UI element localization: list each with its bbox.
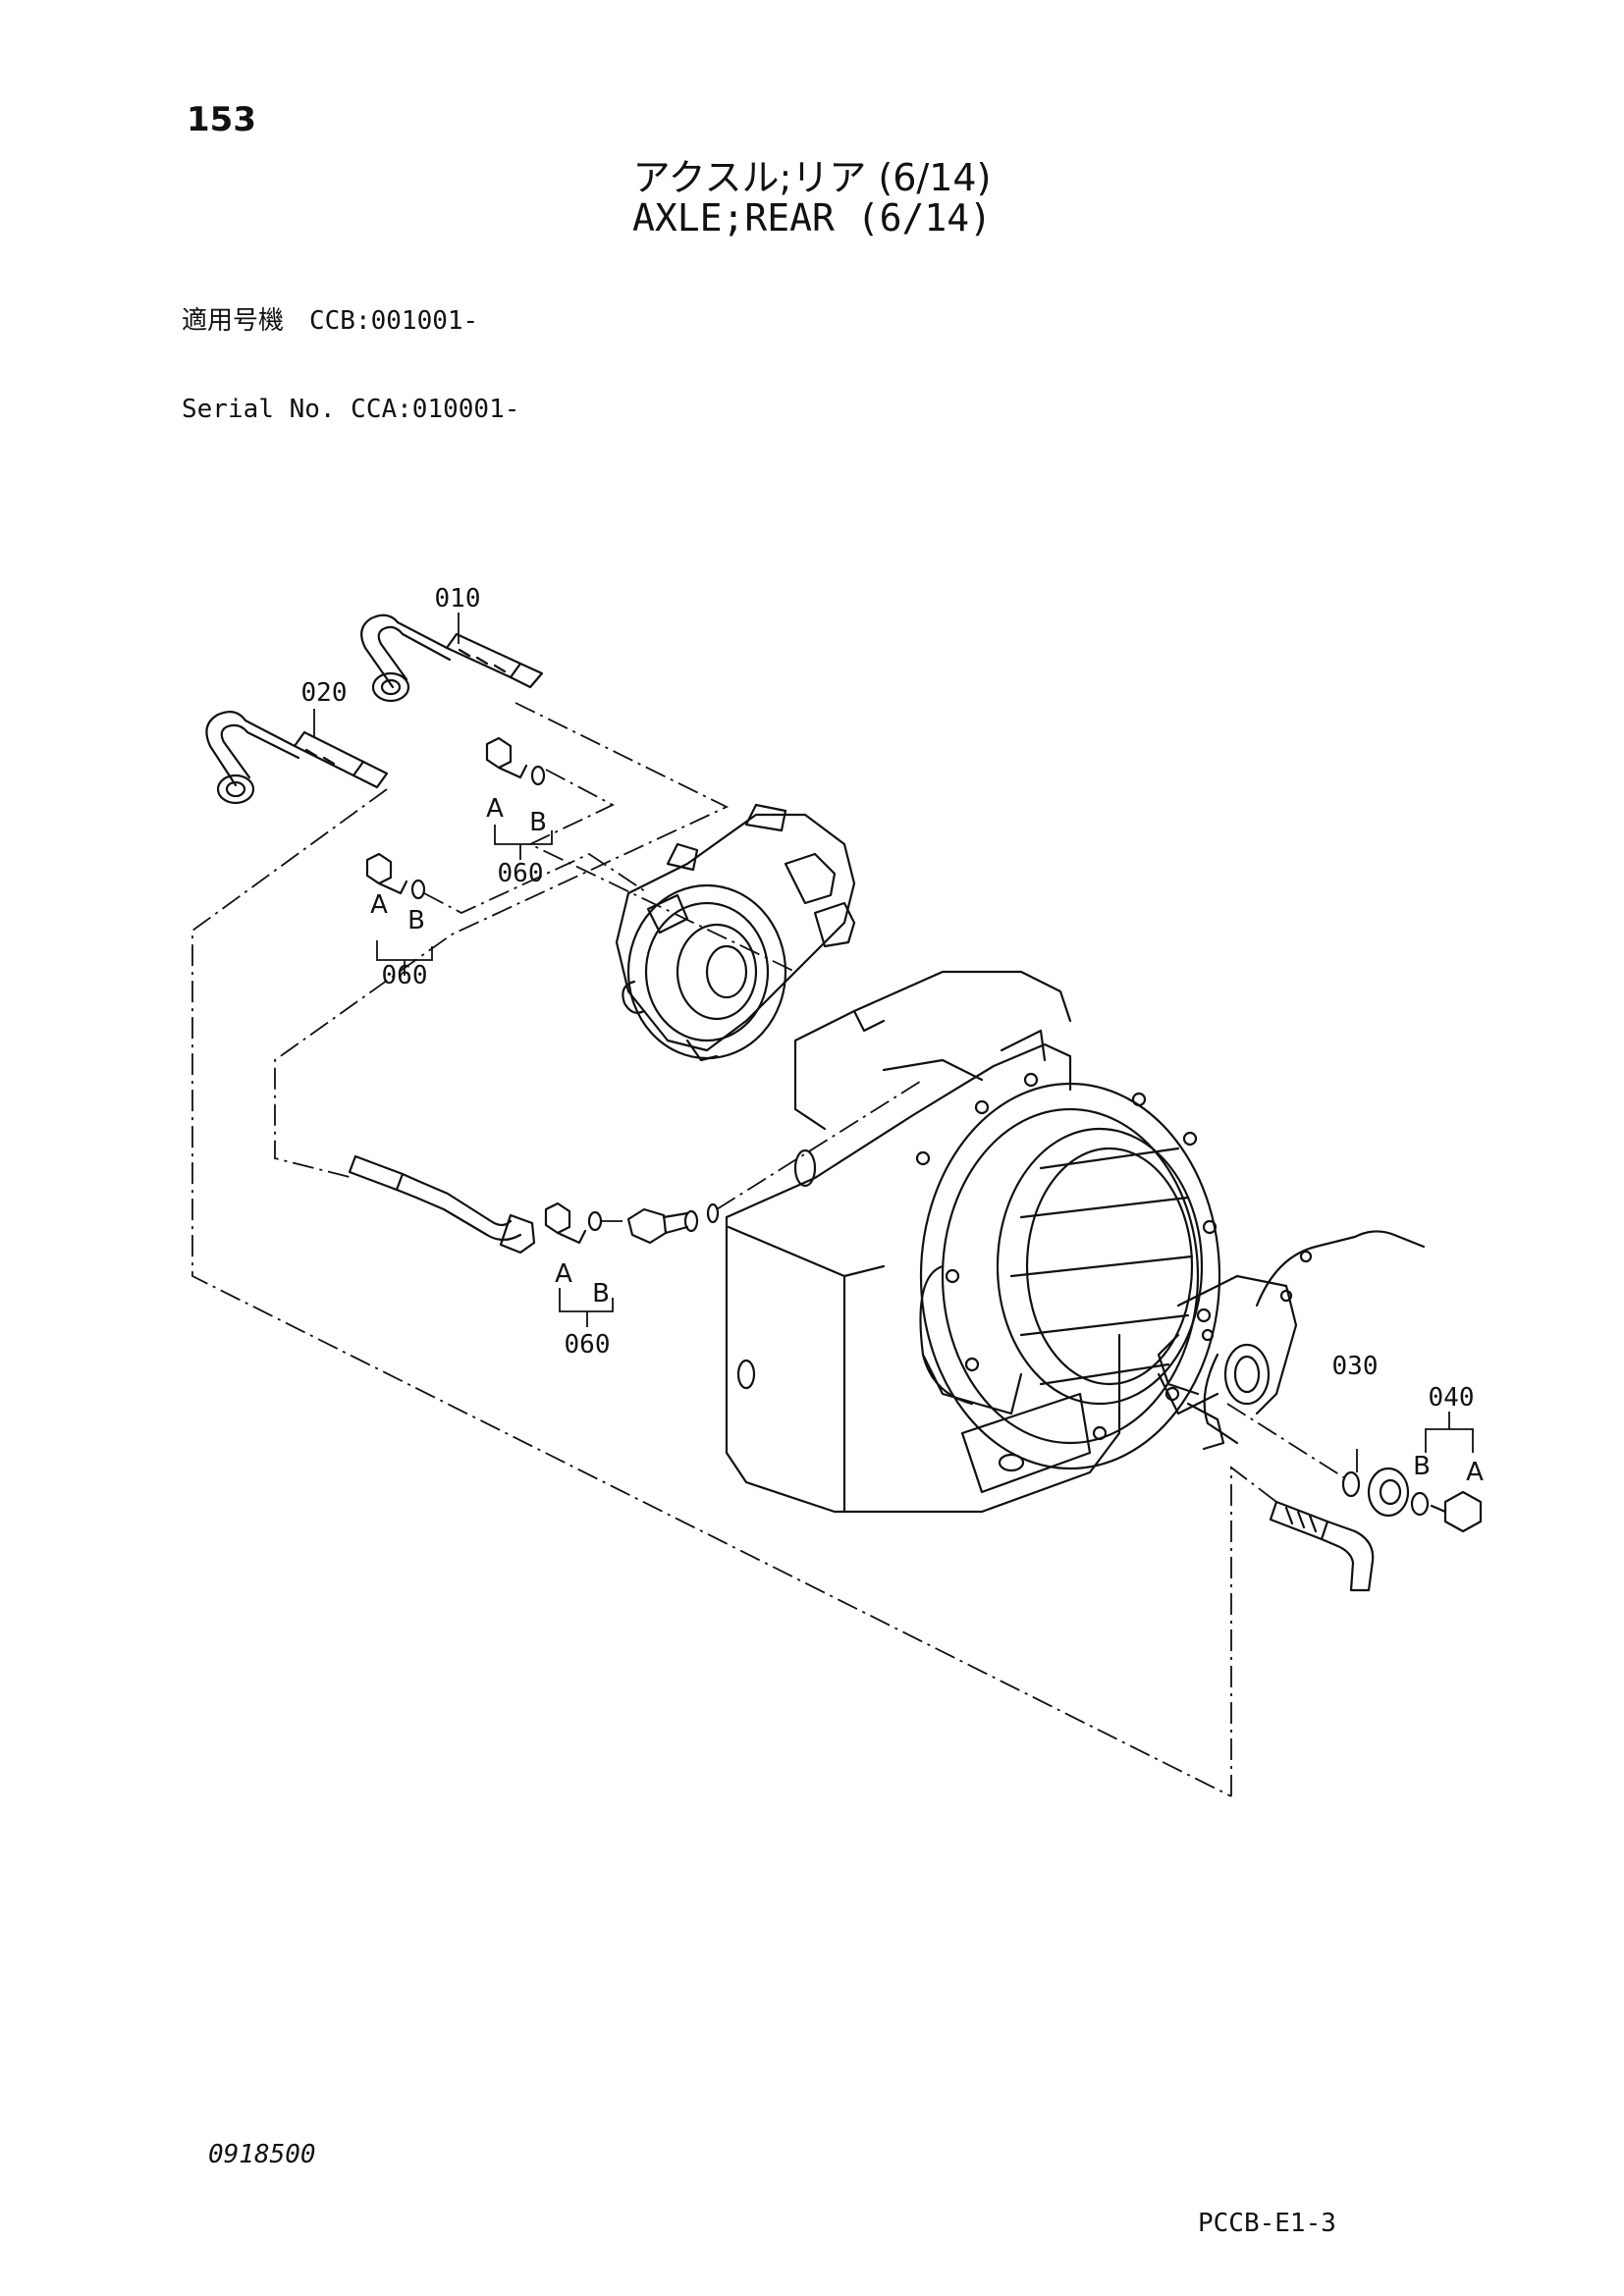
footer-reference: PCCB-E1-3 xyxy=(1198,2209,1336,2238)
callout-030: 030 xyxy=(1332,1352,1379,1381)
label-b-left: B xyxy=(407,906,425,935)
label-b-top: B xyxy=(529,808,547,837)
axle-housing xyxy=(725,970,1221,1514)
page-number: 153 xyxy=(187,100,256,139)
serial-number-block: 適用号機 CCB:001001- Serial No. CCA:010001- xyxy=(182,247,519,454)
label-a-middle: A xyxy=(555,1259,572,1289)
pipe-020 xyxy=(205,710,389,805)
label-a-top: A xyxy=(486,794,504,824)
fitting-060-top xyxy=(485,736,546,786)
callout-060-top: 060 xyxy=(498,859,544,888)
serial-line-en: Serial No. CCA:010001- xyxy=(182,395,520,424)
label-a-040: A xyxy=(1466,1458,1484,1487)
pipe-lower-left xyxy=(348,1154,536,1255)
part-030-oring xyxy=(1341,1470,1361,1498)
callout-040: 040 xyxy=(1429,1383,1475,1413)
axle-flange-right xyxy=(1157,1230,1426,1451)
banjo-bolt xyxy=(626,1202,720,1245)
callout-060-middle: 060 xyxy=(565,1330,611,1360)
label-b-middle: B xyxy=(592,1279,610,1308)
callout-010: 010 xyxy=(435,584,481,614)
valve-block xyxy=(615,803,856,1062)
callout-020: 020 xyxy=(301,678,348,708)
page-title-japanese: アクスル;リア (6/14) xyxy=(632,156,992,199)
serial-line-jp: 適用号機 CCB:001001- xyxy=(182,306,479,336)
callout-060-left: 060 xyxy=(382,961,428,990)
label-b-040: B xyxy=(1413,1452,1431,1481)
label-a-left: A xyxy=(370,890,388,920)
part-040-assembly xyxy=(1269,1467,1483,1592)
pipe-010 xyxy=(360,614,544,703)
fitting-060-left xyxy=(365,852,426,900)
fitting-060-middle xyxy=(544,1201,603,1245)
page-title-english: AXLE;REAR (6/14) xyxy=(631,196,993,240)
footer-code: 0918500 xyxy=(208,2140,316,2169)
